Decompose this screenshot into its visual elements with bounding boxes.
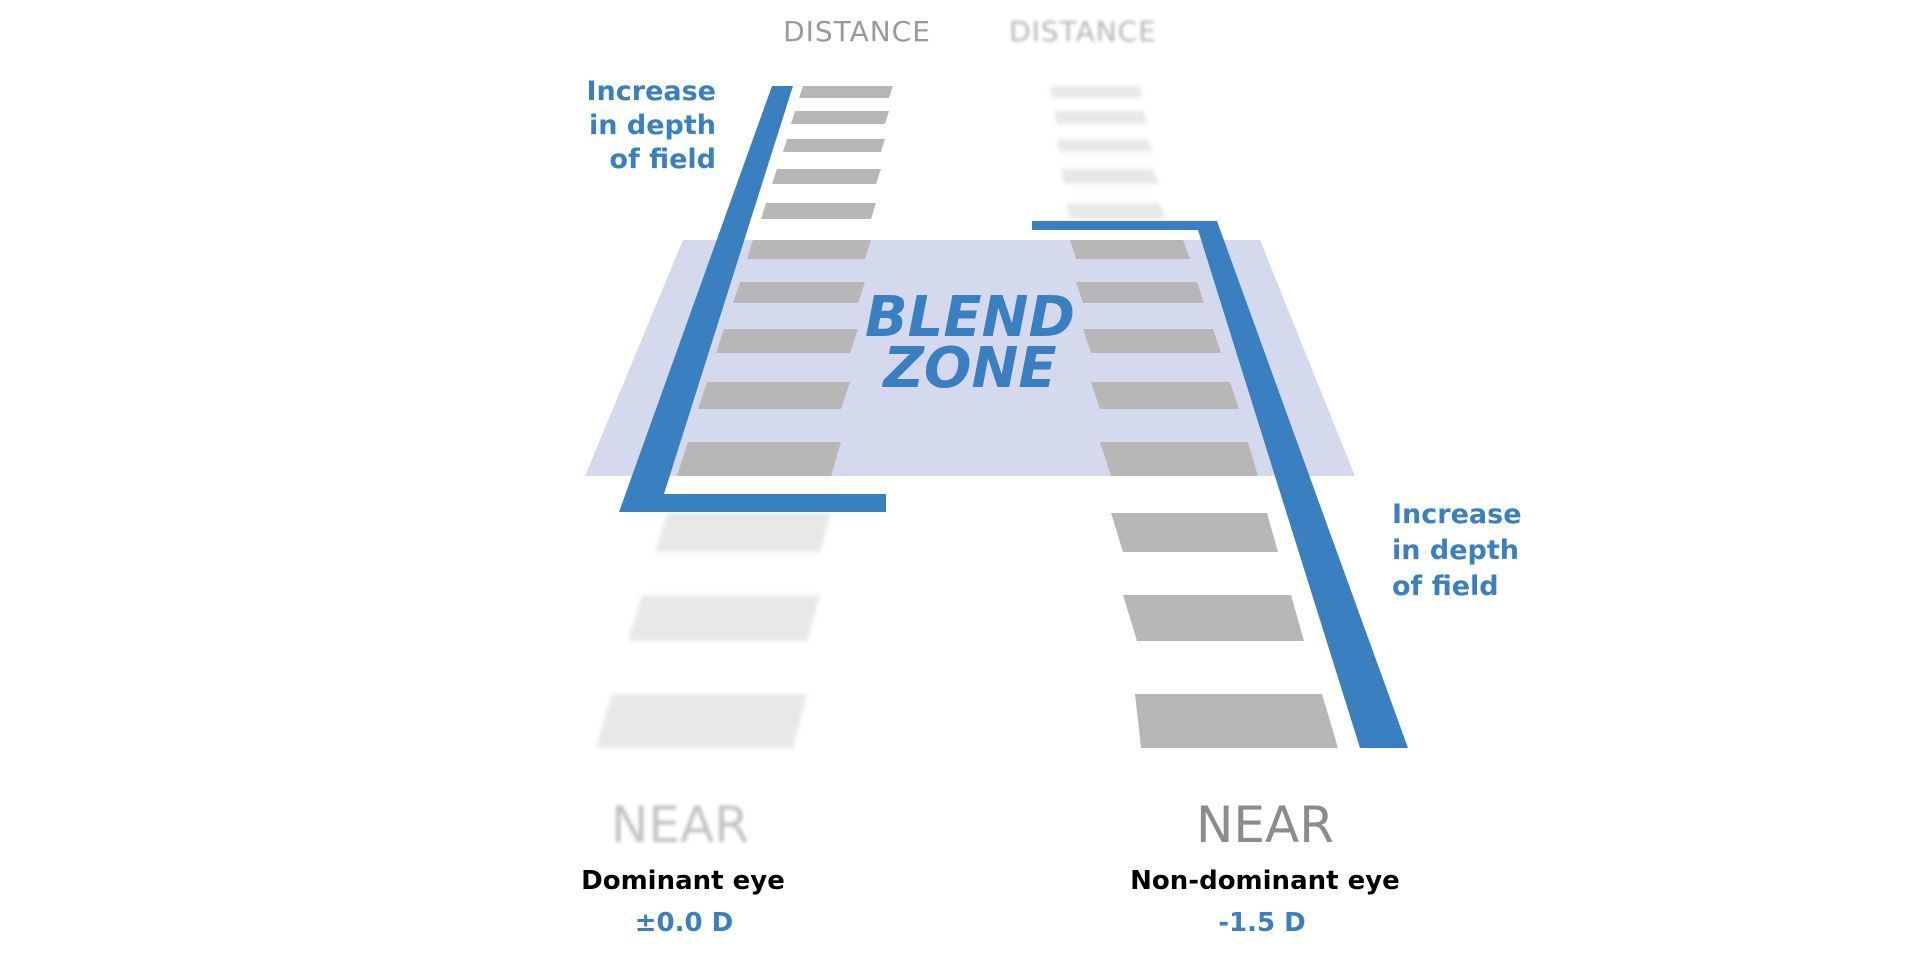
right-track-rung (1053, 111, 1148, 124)
left-depth-of-field-bracket (619, 86, 886, 512)
dominant-eye-label: Dominant eye (581, 866, 785, 896)
right-track-rung (1100, 442, 1258, 476)
right-track-rung (1049, 86, 1143, 98)
left-track-rung (698, 382, 850, 409)
left-depth-label-line3: of field (609, 144, 716, 175)
left-depth-label-line2: in depth (589, 110, 716, 141)
right-track-rung (1070, 240, 1190, 259)
right-depth-label-line1: Increase (1392, 499, 1522, 530)
left-track-rung (716, 329, 858, 353)
non-dominant-eye-power: -1.5 D (1218, 908, 1305, 938)
left-track-rung (747, 240, 871, 259)
left-track-rung (596, 694, 807, 748)
right-track-rung (1065, 203, 1166, 219)
right-track-rung (1111, 513, 1278, 552)
right-track-rung (1135, 694, 1338, 748)
right-track-rung (1056, 139, 1153, 152)
left-track-rung (628, 595, 820, 641)
left-eye-focus-track (596, 86, 893, 748)
non-dominant-eye-label: Non-dominant eye (1130, 866, 1400, 896)
right-eye-focus-track (1049, 86, 1338, 748)
right-depth-of-field-bracket (1032, 221, 1408, 748)
left-distance-label: DISTANCE (783, 15, 931, 48)
left-track-rung (791, 111, 889, 124)
left-track-rung (655, 513, 831, 552)
blend-zone-label-line1: BLEND (865, 285, 1075, 350)
left-depth-label-line1: Increase (586, 76, 716, 107)
right-distance-label: DISTANCE (1009, 15, 1157, 48)
right-depth-label-line2: in depth (1392, 535, 1519, 566)
right-track-rung (1083, 329, 1221, 353)
right-near-label: NEAR (1196, 796, 1334, 854)
left-track-rung (761, 203, 876, 219)
blend-zone-label-line2: ZONE (881, 336, 1056, 401)
right-depth-label-line3: of field (1392, 571, 1499, 602)
left-near-label: NEAR (611, 796, 749, 854)
left-track-rung (733, 282, 865, 303)
right-track-rung (1076, 282, 1204, 303)
left-track-rung (677, 442, 841, 476)
left-track-rung (799, 86, 893, 98)
left-track-rung (783, 139, 885, 152)
right-track-rung (1123, 595, 1304, 641)
dominant-eye-power: ±0.0 D (635, 908, 733, 938)
right-track-rung (1060, 169, 1159, 184)
left-track-rung (772, 169, 881, 184)
right-track-rung (1091, 382, 1239, 409)
